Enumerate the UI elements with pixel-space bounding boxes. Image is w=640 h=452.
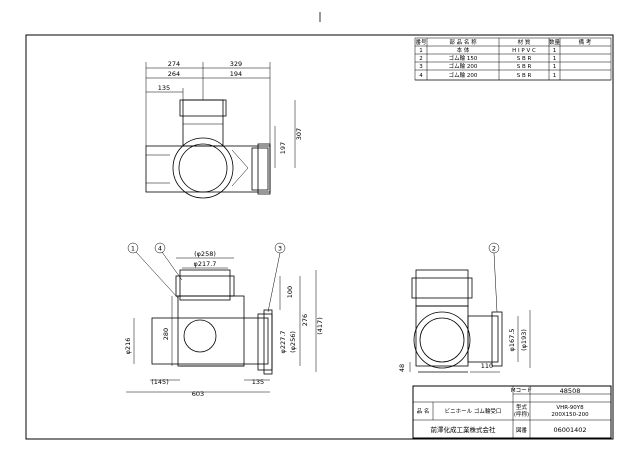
dim-197: 197 xyxy=(279,142,287,154)
drawing-frame xyxy=(25,34,614,440)
drawing-no: 06001402 xyxy=(553,426,586,434)
dim-217: φ217.7 xyxy=(194,260,217,268)
title-block: Mコード 48508 品 名 ビニホール ゴム輪受口 型式 (呼称) VHR-9… xyxy=(412,385,612,439)
dim-256: (φ256) xyxy=(289,331,297,353)
dim-194: 194 xyxy=(230,70,242,78)
dim-603: 603 xyxy=(192,390,204,398)
table-cell: 1 xyxy=(553,73,557,79)
table-cell: S B R xyxy=(517,56,532,62)
dim-274: 274 xyxy=(168,60,180,68)
dim-48: 48 xyxy=(398,364,406,372)
dim-110: 110 xyxy=(481,362,493,370)
table-cell: 1 xyxy=(553,64,557,70)
parts-table: 番号 部 品 名 称 材 質 数量 備 考 1 本 体 H I P V C 1 … xyxy=(414,37,612,81)
table-cell: 3 xyxy=(419,64,423,70)
dim-280: 280 xyxy=(162,328,170,340)
dim-135-top: 135 xyxy=(158,84,170,92)
table-header-material: 材 質 xyxy=(518,38,531,46)
table-cell: ゴム輪 200 xyxy=(449,62,478,70)
balloon-1 xyxy=(127,242,139,254)
table-cell: ゴム輪 200 xyxy=(449,71,478,79)
name-value: ビニホール ゴム輪受口 xyxy=(445,407,502,415)
dim-193: (φ193) xyxy=(520,329,528,351)
dim-135-front: 135 xyxy=(252,378,264,386)
table-cell: 1 xyxy=(553,56,557,62)
model-label: 型式 xyxy=(516,403,528,411)
top-view: 274 329 264 194 135 197 307 xyxy=(145,60,303,199)
table-cell: 本 体 xyxy=(457,46,470,54)
dim-307: 307 xyxy=(295,128,303,140)
drawing-no-label: 図番 xyxy=(516,427,528,434)
table-header-qty: 数量 xyxy=(549,38,561,46)
table-cell: 4 xyxy=(419,73,423,79)
dim-227: φ227.7 xyxy=(279,331,287,354)
dim-145: (145) xyxy=(151,378,168,386)
front-view: φ216 280 (φ258) φ217.7 100 276 (417) φ22… xyxy=(124,242,324,398)
table-cell: S B R xyxy=(517,64,532,70)
table-cell: S B R xyxy=(517,73,532,79)
model-value-1: VHR-90Y8 xyxy=(556,405,584,411)
model-value-2: 200X150-200 xyxy=(551,412,589,418)
dim-258: (φ258) xyxy=(194,250,216,258)
dim-216: φ216 xyxy=(124,338,132,355)
dim-329: 329 xyxy=(230,60,242,68)
dim-167: φ167.5 xyxy=(508,329,516,352)
code-value: 48508 xyxy=(560,387,581,395)
table-header-name: 部 品 名 称 xyxy=(449,38,477,46)
table-cell: H I P V C xyxy=(512,48,536,54)
balloon-4-label: 4 xyxy=(158,245,162,253)
code-label: Mコード xyxy=(511,387,532,394)
table-header-remarks: 備 考 xyxy=(579,38,592,46)
dim-417: (417) xyxy=(316,317,324,334)
table-cell: ゴム輪 150 xyxy=(449,54,478,62)
table-cell: 2 xyxy=(419,56,423,62)
dim-276: 276 xyxy=(301,314,309,326)
table-header-no: 番号 xyxy=(415,39,427,46)
balloon-3-label: 3 xyxy=(278,245,282,253)
side-view: 48 110 φ167.5 (φ193) 2 xyxy=(398,242,531,373)
table-cell: 1 xyxy=(553,48,557,54)
table-cell: 1 xyxy=(419,48,423,54)
company-name: 前澤化成工業株式会社 xyxy=(431,425,497,434)
balloon-2-label: 2 xyxy=(492,245,496,253)
dim-264: 264 xyxy=(168,70,180,78)
dim-100: 100 xyxy=(286,286,294,298)
name-label: 品 名 xyxy=(417,407,430,415)
balloon-4 xyxy=(154,242,166,254)
model-sub-label: (呼称) xyxy=(514,410,529,418)
balloon-1-label: 1 xyxy=(131,245,135,253)
